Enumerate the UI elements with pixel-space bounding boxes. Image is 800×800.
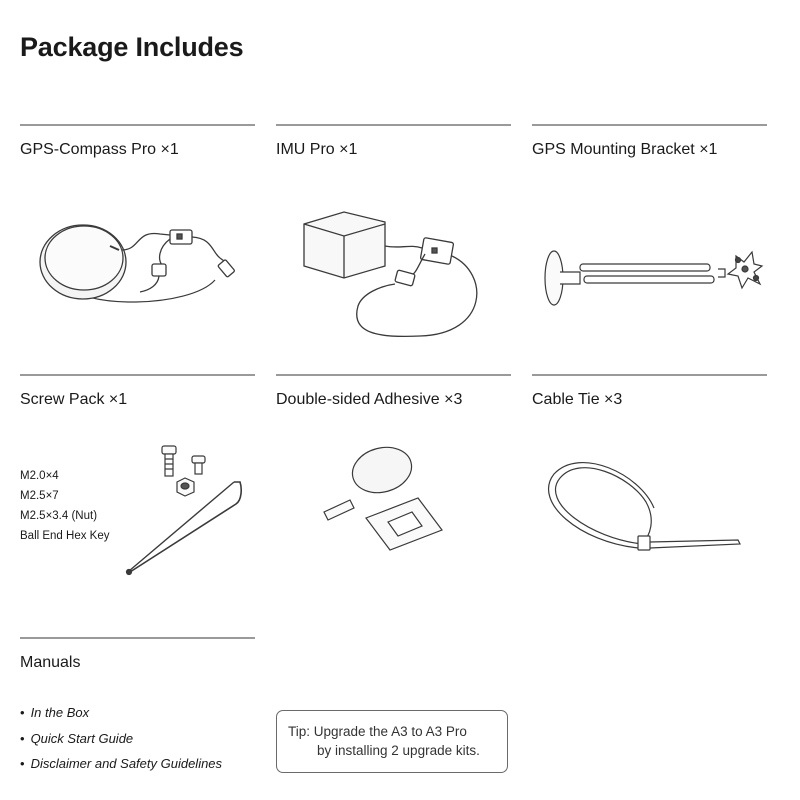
list-item: M2.5×3.4 (Nut) bbox=[20, 510, 98, 522]
item-label: GPS Mounting Bracket ×1 bbox=[532, 141, 718, 158]
gps-compass-icon bbox=[39, 220, 250, 320]
screw-pack-list: M2.0×4 M2.5×7 M2.5×3.4 (Nut) Ball End He… bbox=[20, 466, 110, 546]
list-item: M2.5×7 bbox=[20, 490, 59, 502]
divider bbox=[532, 124, 767, 126]
divider bbox=[20, 374, 255, 376]
item-label: Screw Pack ×1 bbox=[20, 391, 128, 408]
item-label: Cable Tie ×3 bbox=[532, 391, 623, 408]
list-item: Ball End Hex Key bbox=[20, 530, 110, 542]
tip-line-2: by installing 2 upgrade kits. bbox=[317, 743, 480, 758]
adhesive-pads-icon bbox=[320, 446, 470, 566]
divider bbox=[20, 124, 255, 126]
bullet: • bbox=[20, 705, 25, 720]
divider bbox=[276, 124, 511, 126]
tip-line-1: Tip: Upgrade the A3 to A3 Pro bbox=[288, 724, 467, 739]
manual-title: Disclaimer and Safety Guidelines bbox=[30, 756, 223, 771]
divider bbox=[20, 637, 255, 639]
manual-title: Quick Start Guide bbox=[30, 730, 134, 746]
item-mounting-bracket: GPS Mounting Bracket ×1 bbox=[532, 124, 767, 159]
bullet: • bbox=[20, 730, 25, 746]
item-imu-pro: IMU Pro ×1 bbox=[276, 124, 511, 159]
item-cable-tie: Cable Tie ×3 bbox=[532, 374, 767, 409]
item-label: Double-sided Adhesive ×3 bbox=[276, 391, 463, 408]
item-manuals: Manuals bbox=[20, 637, 255, 672]
manual-title: In the Box bbox=[30, 705, 90, 720]
cable-tie-icon bbox=[548, 458, 745, 568]
item-adhesive: Double-sided Adhesive ×3 bbox=[276, 374, 511, 409]
manuals-list: • In the Box • Quick Start Guide • Disclaim… bbox=[20, 705, 222, 782]
item-screw-pack: Screw Pack ×1 bbox=[20, 374, 255, 409]
screw-pack-icon bbox=[124, 444, 254, 584]
list-item: • Disclaimer and Safety Guidelines bbox=[20, 756, 222, 782]
item-label: Manuals bbox=[20, 654, 81, 671]
item-label: IMU Pro ×1 bbox=[276, 141, 358, 158]
page-title: Package Includes bbox=[20, 32, 244, 62]
tip-box: Tip: Upgrade the A3 to A3 Pro by install… bbox=[276, 710, 508, 773]
bullet: • bbox=[20, 756, 25, 771]
divider bbox=[532, 374, 767, 376]
item-gps-compass: GPS-Compass Pro ×1 bbox=[20, 124, 255, 159]
list-item: • Quick Start Guide bbox=[20, 731, 222, 757]
divider bbox=[276, 374, 511, 376]
mounting-bracket-icon bbox=[540, 244, 770, 314]
imu-module-icon bbox=[300, 204, 490, 344]
list-item: M2.0×4 bbox=[20, 470, 59, 482]
list-item: • In the Box bbox=[20, 705, 222, 731]
item-label: GPS-Compass Pro ×1 bbox=[20, 141, 179, 158]
